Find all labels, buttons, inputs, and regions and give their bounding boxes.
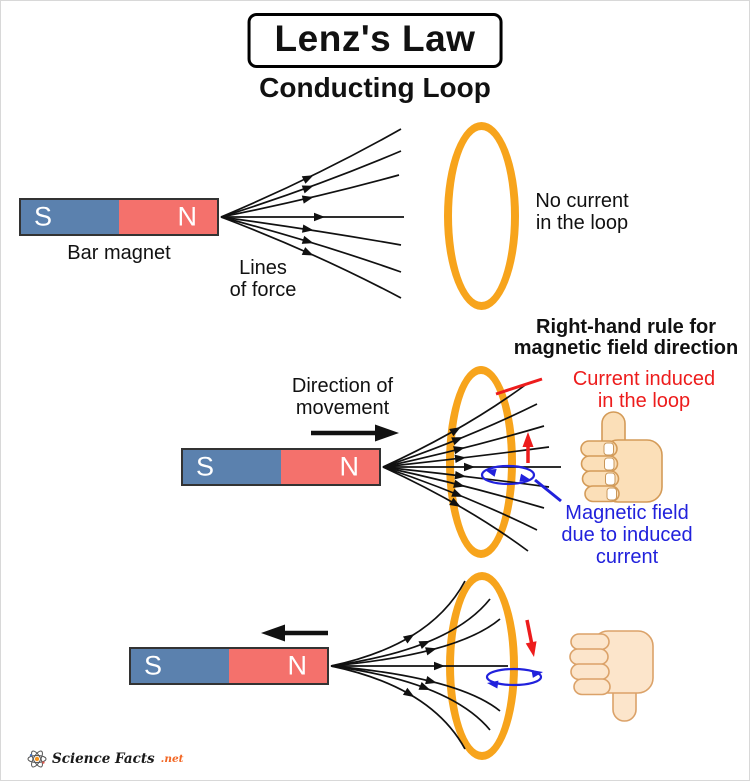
no-current-label: No current in the loop [521,190,643,234]
north-pole-label: N [339,451,360,482]
induced-field-line1: Magnetic field [565,502,689,524]
south-pole-label: S [144,650,163,681]
current-induced-label: Current induced in the loop [544,368,744,412]
brand-name: Science Facts [52,751,155,767]
field-lines-bottom [330,580,508,750]
thumbs-up-hand-icon [557,409,671,512]
north-pole-label: N [177,201,198,232]
induced-field-line3: current [595,546,659,568]
magnet-south-pole: S [183,450,281,484]
conducting-loop-middle [446,366,516,558]
bar-magnet-top: S N [19,198,219,236]
magnet-south-pole: S [21,200,119,234]
current-induced-line1: Current induced [572,368,716,390]
bar-magnet-caption-text: Bar magnet [67,242,171,264]
no-current-line1: No current [535,190,629,212]
magnet-north-pole: N [119,200,217,234]
movement-arrow-left-icon [261,624,328,642]
current-induced-line2: in the loop [597,390,691,412]
south-pole-label: S [196,451,215,482]
bar-magnet-bottom: S N [129,647,329,685]
page-subtitle: Conducting Loop [259,72,491,103]
bar-magnet-middle: S N [181,448,381,486]
field-lines-middle [382,382,561,552]
south-pole-label: S [34,201,53,232]
induced-current-pointer-line [495,377,543,396]
page-title: Lenz's Law [247,13,503,68]
north-pole-label: N [287,650,308,681]
thumbs-down-hand-icon [553,625,667,730]
induced-field-loop-bottom-icon [485,667,544,689]
no-current-line2: in the loop [535,212,629,234]
magnet-south-pole: S [131,649,229,683]
atom-icon [27,750,47,768]
conducting-loop-top [444,122,519,310]
induced-field-label: Magnetic field due to induced current [550,502,704,568]
induced-field-pointer-line [534,478,562,503]
induced-current-arrow-up-icon [522,432,534,463]
bar-magnet-caption: Bar magnet [19,242,219,264]
field-lines-top [220,128,404,299]
movement-line1: Direction of [291,375,394,397]
movement-line2: movement [295,397,390,419]
lines-of-force-line1: Lines [239,257,287,279]
induced-current-arrow-down-icon [525,619,540,659]
brand-logo: Science Facts .net [27,749,184,769]
lines-of-force-line2: of force [229,279,297,301]
right-hand-rule-heading: Right-hand rule for magnetic field direc… [503,317,749,359]
right-hand-rule-line2: magnetic field direction [513,337,739,359]
induced-field-line2: due to induced [561,524,693,546]
movement-arrow-right-icon [311,424,399,442]
induced-field-loop-middle-icon [480,464,536,486]
magnet-north-pole: N [229,649,327,683]
brand-suffix: .net [160,753,184,765]
direction-of-movement-label: Direction of movement [270,375,415,419]
lines-of-force-label: Lines of force [206,257,320,301]
magnet-north-pole: N [281,450,379,484]
right-hand-rule-line1: Right-hand rule for [536,316,716,338]
